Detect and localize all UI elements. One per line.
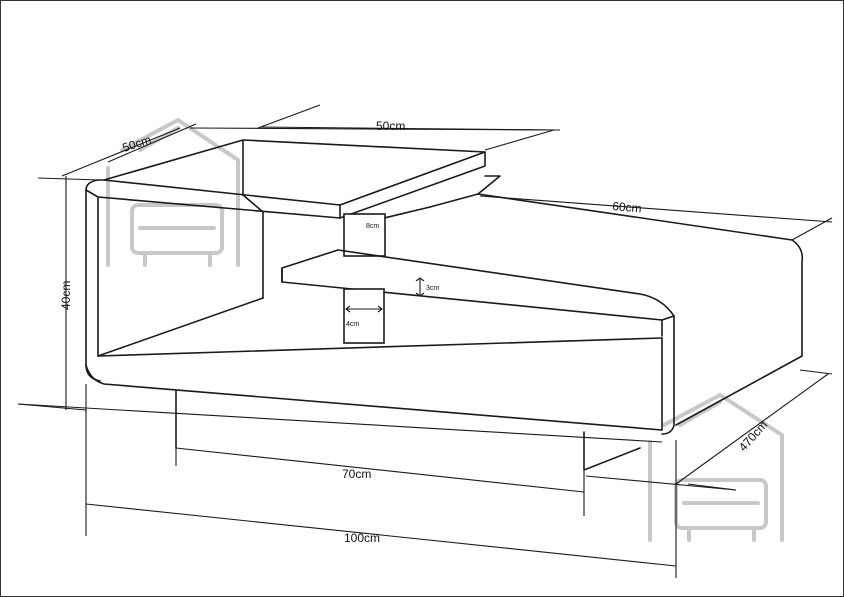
svg-text:60cm: 60cm <box>612 199 642 216</box>
dimension-overall-length: 100cm <box>85 384 677 578</box>
dimension-height: 40cm <box>17 176 87 411</box>
dimension-depth: 470cm <box>675 369 833 491</box>
svg-text:40cm: 40cm <box>59 281 73 310</box>
svg-text:8cm: 8cm <box>366 223 379 230</box>
upright-width-annotation: 8cm <box>366 223 379 230</box>
top-board <box>97 139 486 299</box>
middle-shelf <box>281 249 675 337</box>
watermark-logo-top-left <box>106 118 240 267</box>
leg-thickness-annotation: 4cm <box>345 305 383 328</box>
watermark-logo-bottom-right <box>648 393 784 542</box>
svg-text:4cm: 4cm <box>346 321 359 328</box>
dimension-top-width: 50cm <box>189 104 561 151</box>
dimension-body-length: 60cm <box>479 195 833 241</box>
left-end-panel <box>85 179 105 382</box>
svg-text:50cm: 50cm <box>376 119 405 133</box>
shelf-thickness-annotation: 3cm <box>415 277 439 297</box>
ground-lines <box>17 403 737 491</box>
upright-post-lower <box>343 288 385 344</box>
svg-text:50cm: 50cm <box>121 132 153 154</box>
main-deck <box>379 175 804 426</box>
dimension-base-length: 70cm <box>175 447 585 516</box>
upright-post-upper <box>343 213 386 257</box>
svg-text:100cm: 100cm <box>344 531 380 545</box>
svg-text:3cm: 3cm <box>426 285 439 292</box>
plinth-base <box>175 389 641 471</box>
svg-text:70cm: 70cm <box>342 467 371 481</box>
bottom-board <box>85 297 675 435</box>
svg-text:470cm: 470cm <box>736 418 771 454</box>
